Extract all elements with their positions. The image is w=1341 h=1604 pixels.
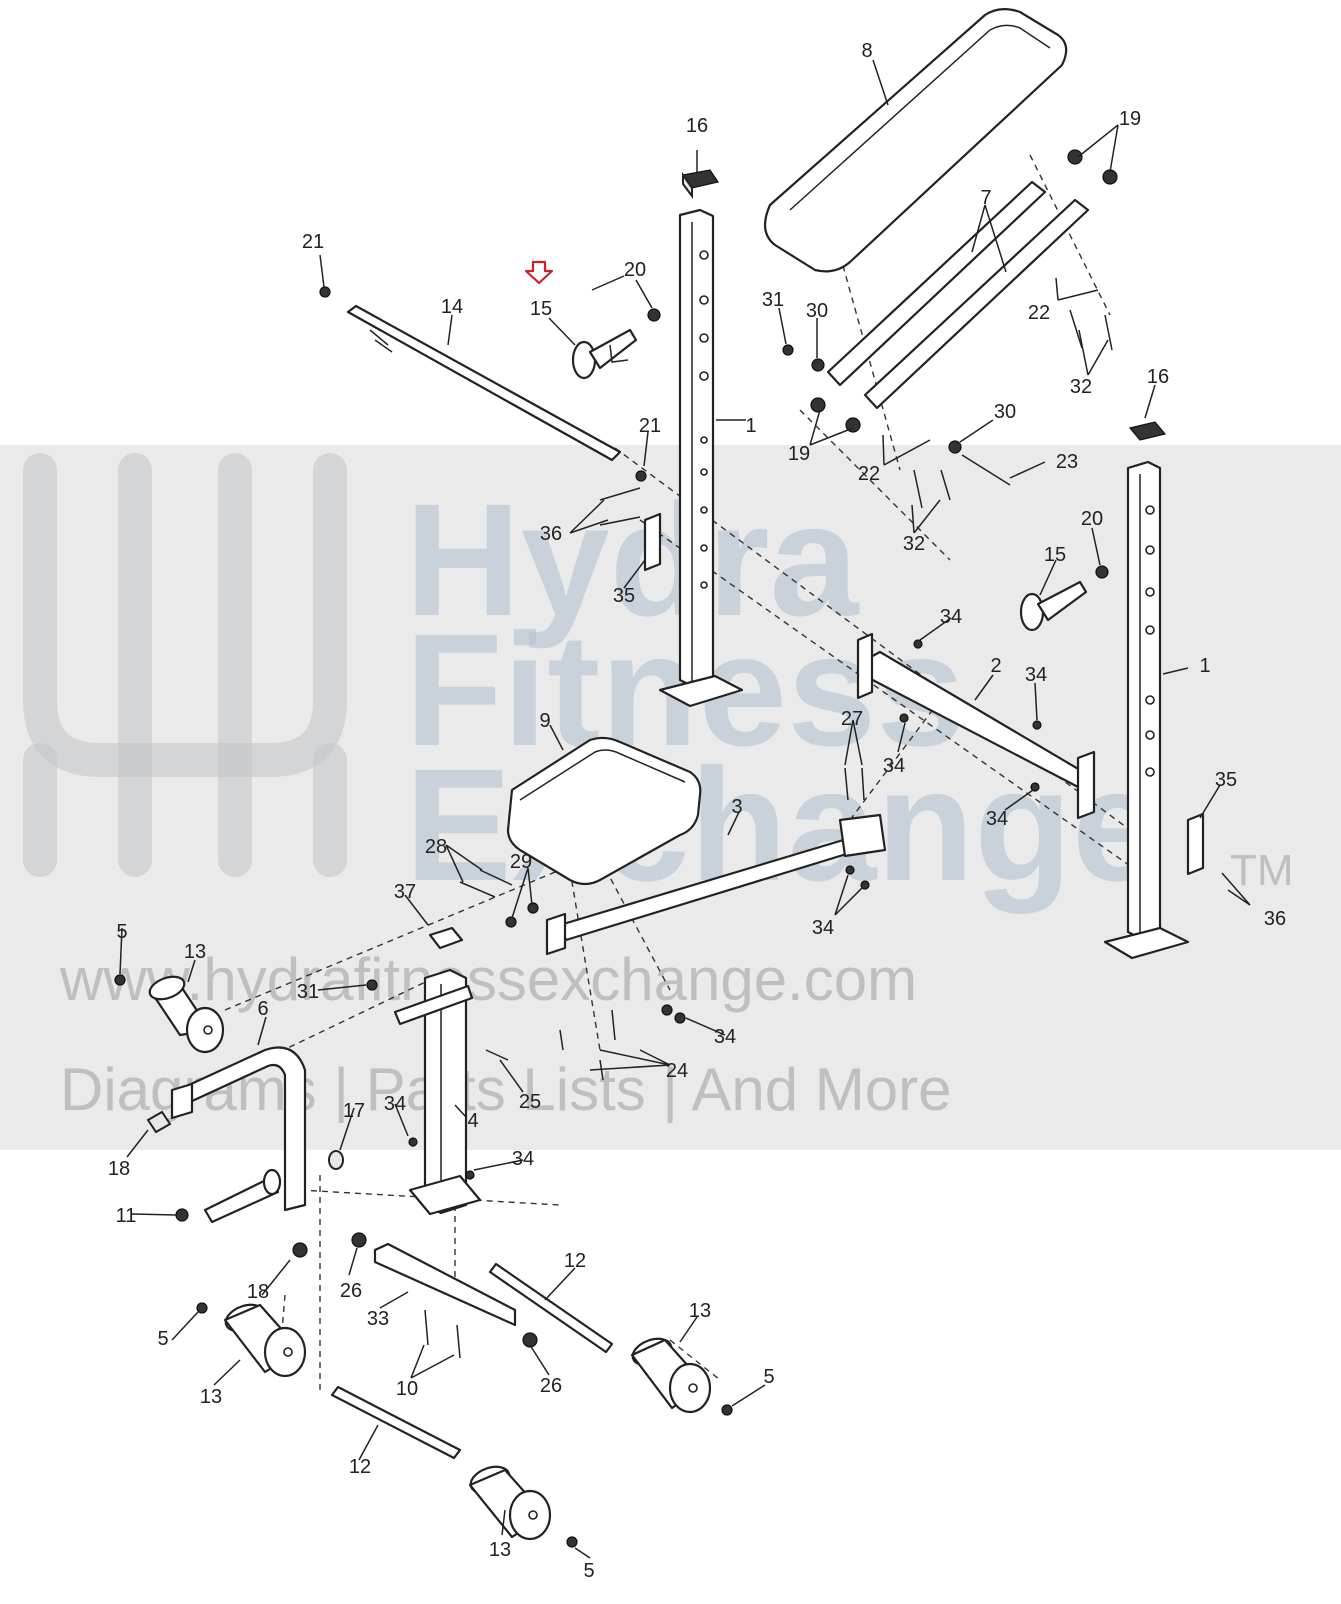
callout-12: 12 [564, 1250, 586, 1272]
part-13-roller-right [630, 1337, 712, 1414]
callout-7: 7 [980, 187, 991, 209]
part-12-rods [330, 1262, 614, 1460]
part-13-roller-upper-left [148, 975, 225, 1054]
callout-25: 25 [519, 1091, 541, 1113]
callout-36: 36 [540, 523, 562, 545]
part-13-roller-left-lower [223, 1303, 307, 1378]
callout-35: 35 [1215, 769, 1237, 791]
callout-34: 34 [812, 917, 834, 939]
callout-31: 31 [762, 289, 784, 311]
callout-20: 20 [1081, 508, 1103, 530]
callout-1: 1 [745, 415, 756, 437]
callout-4: 4 [467, 1110, 478, 1132]
callout-26: 26 [540, 1375, 562, 1397]
part-14-bar [346, 304, 622, 462]
callout-20: 20 [624, 259, 646, 281]
callout-19: 19 [788, 443, 810, 465]
part-13-roller-bottom [468, 1465, 552, 1541]
callout-1: 1 [1199, 655, 1210, 677]
part-2-crossbar [856, 632, 1096, 820]
callout-5: 5 [583, 1560, 594, 1582]
callout-2: 2 [990, 655, 1001, 677]
callout-31: 31 [297, 981, 319, 1003]
callout-3: 3 [731, 796, 742, 818]
callout-15: 15 [530, 298, 552, 320]
watermark-line1: Hydra [405, 470, 860, 649]
callout-11: 11 [116, 1205, 137, 1227]
callout-18: 18 [108, 1158, 130, 1180]
callout-34: 34 [986, 808, 1008, 830]
watermark-url: www.hydrafitnessexchange.com [59, 946, 917, 1013]
callout-16: 16 [1147, 366, 1169, 388]
callout-35: 35 [613, 585, 635, 607]
callout-12: 12 [349, 1456, 371, 1478]
hardware-fasteners [114, 149, 1118, 1548]
callout-33: 33 [367, 1308, 389, 1330]
callout-34: 34 [1025, 664, 1047, 686]
part-33-bracket-tube [373, 1242, 517, 1327]
part-16-cap-right [1128, 421, 1167, 441]
callout-34: 34 [384, 1093, 406, 1115]
callout-21: 21 [302, 231, 324, 253]
callout-27: 27 [841, 708, 863, 730]
callout-21: 21 [639, 415, 661, 437]
callout-34: 34 [940, 606, 962, 628]
callout-29: 29 [510, 851, 532, 873]
part-3-seat-frame [545, 813, 887, 956]
callout-23: 23 [1056, 451, 1078, 473]
part-15-spotter-right [1019, 580, 1088, 632]
leader-lines [119, 59, 1251, 1559]
callout-labels: 8 19 16 7 21 14 20 15 31 30 22 32 16 1 2… [108, 40, 1286, 1582]
part-16-cap-left [681, 169, 719, 199]
callout-5: 5 [157, 1328, 168, 1350]
callout-30: 30 [806, 300, 828, 322]
part-4-front-upright [393, 968, 482, 1216]
part-6-leg-frame [170, 1046, 307, 1212]
callout-28: 28 [425, 836, 447, 858]
callout-8: 8 [861, 40, 872, 62]
watermark-logo [23, 453, 347, 877]
callout-32: 32 [903, 533, 925, 555]
part-11-leg-rod [203, 1168, 282, 1224]
callout-18: 18 [247, 1281, 269, 1303]
arrow-down-icon [524, 260, 554, 285]
callout-34: 34 [883, 755, 905, 777]
callout-24: 24 [666, 1060, 688, 1082]
callout-17: 17 [343, 1100, 365, 1122]
part-7-back-tubes [826, 180, 1090, 410]
watermark-tm: TM [1230, 846, 1294, 895]
part-15-spotter-upper [571, 328, 638, 380]
part-37-cap [428, 926, 464, 950]
part-1-upright-right [1103, 460, 1190, 960]
callout-13: 13 [184, 941, 206, 963]
callout-13: 13 [689, 1300, 711, 1322]
callout-22: 22 [1028, 302, 1050, 324]
callout-9: 9 [539, 710, 550, 732]
callout-14: 14 [441, 296, 463, 318]
callout-32: 32 [1070, 376, 1092, 398]
callout-30: 30 [994, 401, 1016, 423]
callout-6: 6 [257, 998, 268, 1020]
callout-15: 15 [1044, 544, 1066, 566]
part-1-upright-left [658, 208, 744, 708]
callout-19: 19 [1119, 108, 1141, 130]
part-35-brackets [643, 512, 1205, 876]
part-9-seat-pad [506, 736, 702, 886]
callout-10: 10 [396, 1378, 418, 1400]
callout-5: 5 [763, 1366, 774, 1388]
part-8-back-pad [763, 8, 1068, 273]
callout-37: 37 [394, 881, 416, 903]
callout-36: 36 [1264, 908, 1286, 930]
callout-22: 22 [858, 463, 880, 485]
callout-13: 13 [200, 1386, 222, 1408]
callout-5: 5 [116, 921, 127, 943]
callout-13: 13 [489, 1539, 511, 1561]
callout-16: 16 [686, 115, 708, 137]
callout-34: 34 [512, 1148, 534, 1170]
callout-26: 26 [340, 1280, 362, 1302]
callout-34: 34 [714, 1026, 736, 1048]
